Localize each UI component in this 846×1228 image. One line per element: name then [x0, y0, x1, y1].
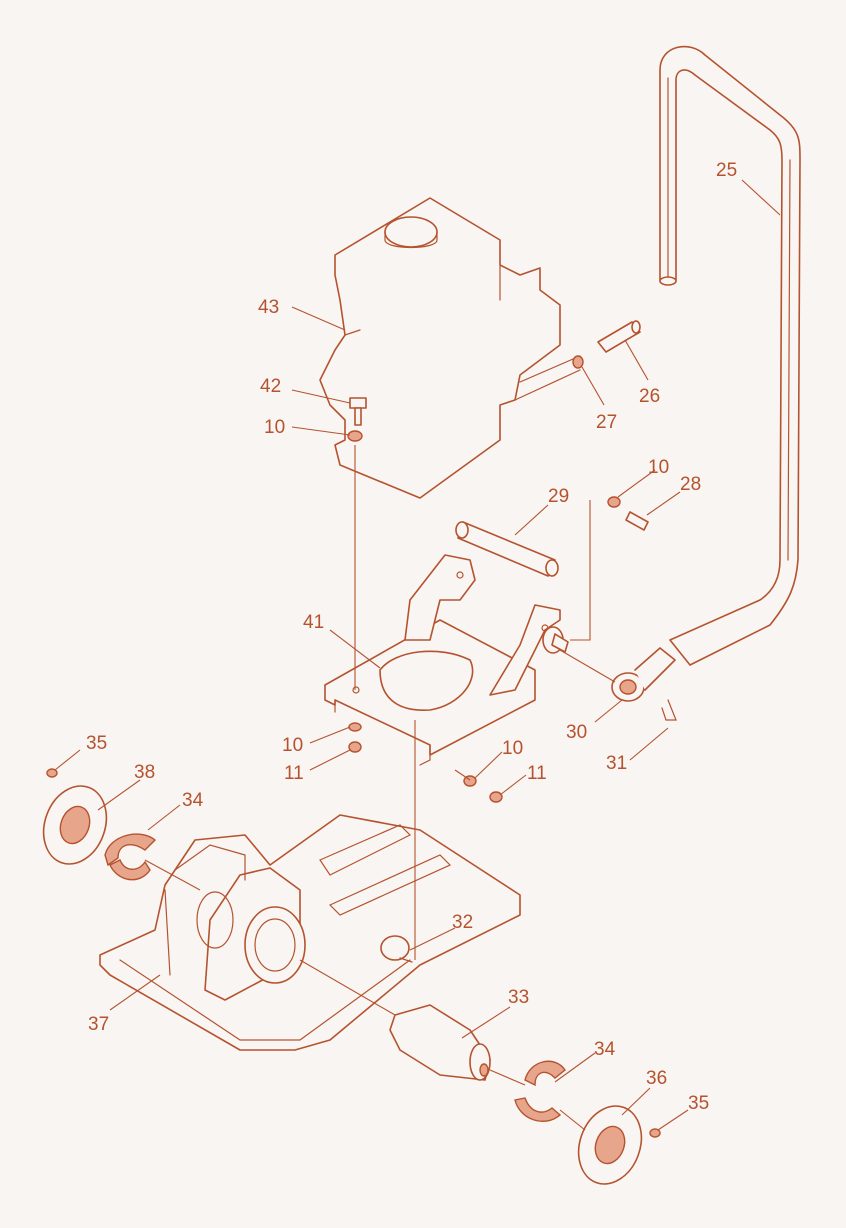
callout-29: 29 [548, 486, 569, 507]
nut-11-b [489, 791, 503, 803]
washer-27 [572, 355, 584, 369]
washer-10-c [348, 722, 362, 732]
callout-26: 26 [639, 386, 660, 407]
callout-25: 25 [716, 160, 737, 181]
exciter-33 [389, 1004, 491, 1081]
flange-36 [577, 1105, 643, 1185]
callout-37: 37 [88, 1014, 109, 1035]
callout-33: 33 [508, 987, 529, 1008]
bolt-42 [349, 397, 367, 426]
callout-28: 28 [680, 474, 701, 495]
callout-10-left: 10 [282, 735, 303, 756]
bushing-30 [611, 647, 676, 702]
callout-34-right: 34 [594, 1039, 616, 1060]
screw-35-right [649, 1128, 661, 1138]
callout-32: 32 [452, 912, 473, 933]
callout-43: 43 [258, 297, 279, 318]
bolt-28 [625, 511, 649, 531]
callout-35-right: 35 [688, 1093, 709, 1114]
handle-bar [659, 45, 801, 666]
callout-10-right: 10 [648, 457, 669, 478]
damper-32 [380, 935, 413, 963]
bearing-cap-34-left [104, 833, 157, 881]
pivot [542, 626, 569, 654]
callout-11-mid: 11 [527, 763, 547, 784]
bearing-cap-34-right [514, 1060, 566, 1123]
callout-38: 38 [134, 762, 155, 783]
engine [319, 197, 581, 499]
bracket-41 [324, 554, 561, 766]
shaft-29 [455, 521, 559, 577]
pin-26 [597, 320, 641, 353]
callout-35-left: 35 [86, 733, 107, 754]
assembly-lines [144, 445, 616, 1131]
screw-35-left [46, 768, 58, 778]
callout-34-left: 34 [182, 790, 204, 811]
callout-11-left: 11 [284, 763, 304, 784]
callout-42: 42 [260, 376, 281, 397]
leader-lines [54, 179, 781, 1131]
washer-10-a [347, 430, 363, 442]
callout-36: 36 [646, 1068, 667, 1089]
callout-41: 41 [303, 612, 324, 633]
callout-10-top: 10 [264, 417, 285, 438]
flange-38 [42, 785, 108, 865]
clip-31 [661, 699, 677, 721]
nut-11-a [348, 741, 362, 753]
callout-27: 27 [596, 412, 617, 433]
callout-10-mid: 10 [502, 738, 523, 759]
washer-10-b [607, 496, 621, 508]
callout-labels: 25 43 42 10 26 27 10 28 29 41 10 11 10 1… [86, 160, 737, 1114]
callout-30: 30 [566, 722, 587, 743]
callout-31: 31 [606, 753, 627, 774]
